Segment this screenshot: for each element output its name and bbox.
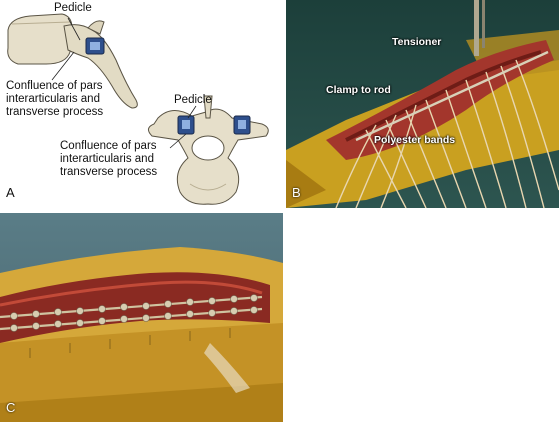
tensioner-device (474, 0, 485, 56)
label-confluence-top-2: interarticularis and (6, 93, 100, 105)
label-clamp-to-rod: Clamp to rod (326, 84, 391, 96)
surgical-field-c (0, 213, 283, 422)
axial-vertebra (148, 95, 269, 205)
drape-folds (29, 328, 231, 358)
label-confluence-bottom-3: transverse process (60, 166, 158, 178)
lateral-vertebra (7, 13, 138, 109)
panel-c-photo: C (0, 213, 283, 422)
label-confluence-top-3: transverse process (6, 106, 104, 118)
label-pedicle-bottom: Pedicle (174, 94, 212, 106)
pedicle-screw-right (233, 115, 251, 135)
panel-letter-b: B (292, 185, 301, 200)
label-tensioner: Tensioner (392, 36, 442, 48)
polyester-bands (335, 59, 559, 208)
surgical-field-b (286, 0, 559, 208)
label-confluence-bottom-2: interarticularis and (60, 153, 154, 165)
pedicle-screw-top (85, 37, 105, 55)
vertebra-drawing (7, 13, 269, 205)
label-confluence-top-1: Confluence of pars (6, 80, 103, 92)
panel-b-photo: Tensioner Clamp to rod Polyester bands B (286, 0, 559, 208)
label-polyester-bands: Polyester bands (374, 134, 456, 146)
panel-a-illustration: Pedicle Confluence of pars interarticula… (0, 0, 283, 208)
panel-letter-c: C (6, 400, 16, 415)
label-confluence-bottom-1: Confluence of pars (60, 140, 157, 152)
pedicle-screw-left (177, 115, 195, 135)
label-pedicle-top: Pedicle (54, 2, 92, 14)
panel-letter-a: A (6, 185, 15, 200)
screw-heads (10, 294, 258, 332)
